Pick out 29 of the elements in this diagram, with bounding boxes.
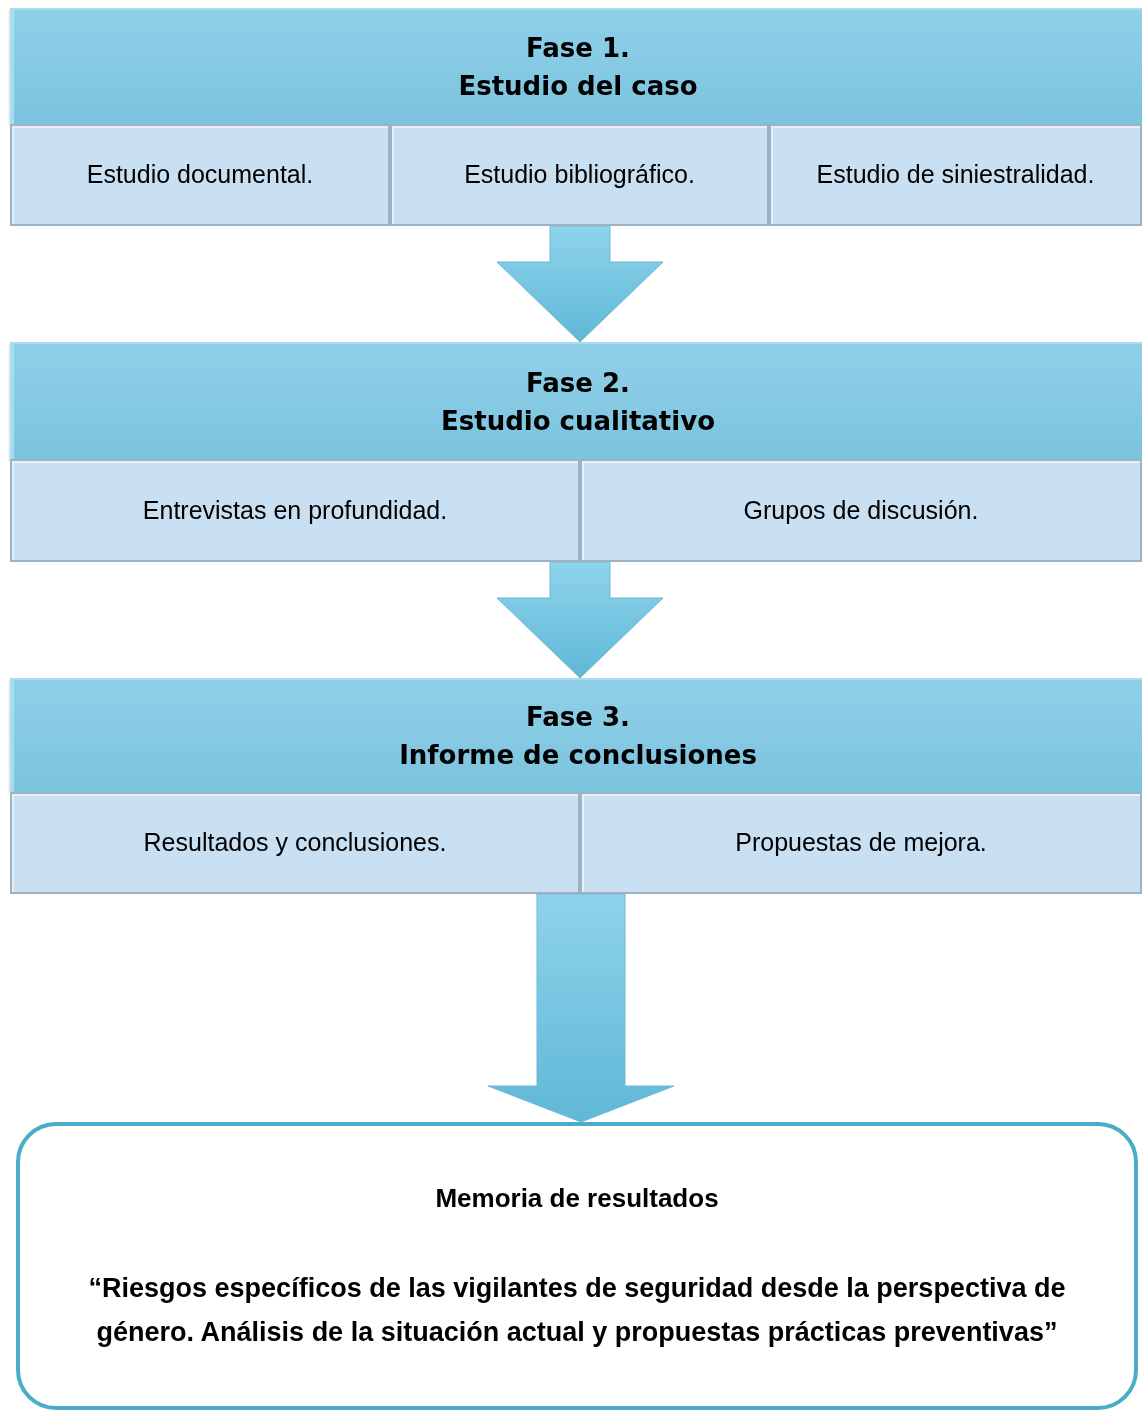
task-box [769,124,1142,226]
task-label: Propuestas de mejora. [735,827,987,859]
task-box [580,459,1142,562]
phase-header [10,678,1142,792]
phase-heading: Estudio cualitativo [441,407,715,434]
result-box [16,1122,1138,1410]
task-label: Resultados y conclusiones. [143,827,447,859]
result-heading: Memoria de resultados [435,1181,719,1215]
phase-header [10,8,1142,124]
task-label: Estudio documental. [86,159,314,191]
block-arrow [496,561,664,679]
task-box [390,124,769,226]
task-box [580,792,1142,894]
task-label: Entrevistas en profundidad. [142,494,448,526]
phase-heading: Fase 3. [526,704,630,730]
task-box [10,124,390,226]
task-label: Estudio de siniestralidad. [816,159,1095,191]
phase-heading: Fase 2. [526,369,630,396]
result-title: “Riesgos específicos de las vigilantes de seguridad desde la perspectiva de género. Análisis de la situación actual y propuestas prácticas preventivas” [87,1271,1067,1349]
task-label: Estudio bibliográfico. [464,159,695,191]
task-label: Grupos de discusión. [743,494,979,526]
block-arrow [487,893,675,1123]
phase-heading: Estudio del caso [458,73,698,99]
phase-header [10,342,1142,459]
block-arrow [496,225,664,343]
task-box [10,459,580,562]
phase-heading: Fase 1. [526,35,630,61]
task-box [10,792,580,894]
phase-heading: Informe de conclusiones [399,742,757,768]
